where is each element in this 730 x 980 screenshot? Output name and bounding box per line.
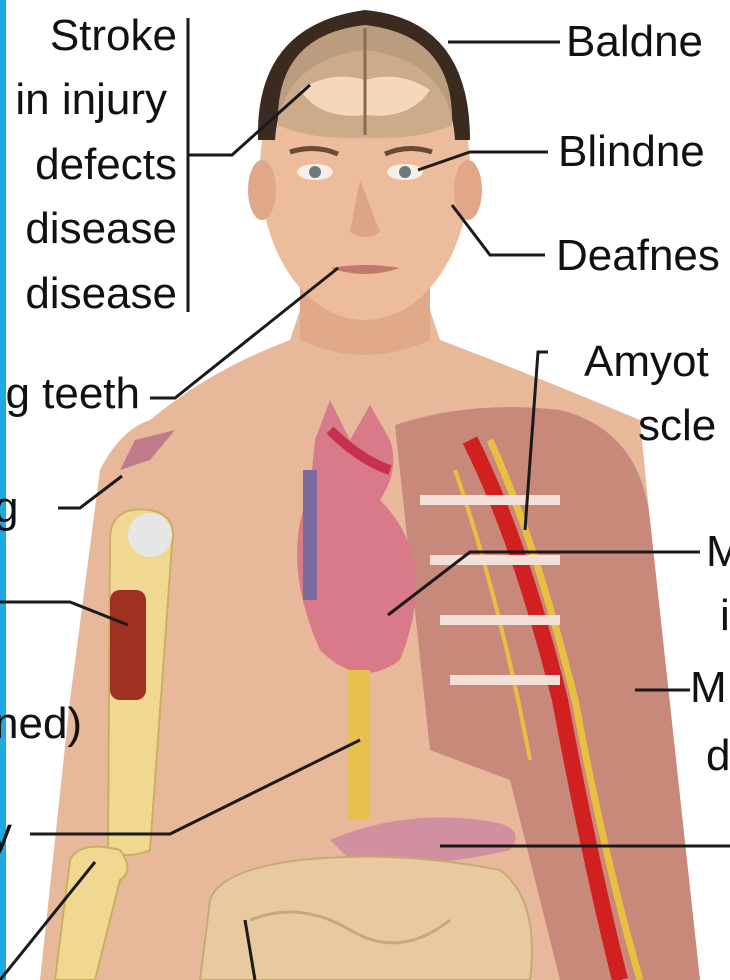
label-brain-injury: in injury	[15, 78, 167, 122]
label-y: y	[0, 812, 12, 856]
label-g: g	[0, 486, 18, 530]
label-teeth: g teeth	[5, 372, 140, 416]
label-scle: scle	[638, 404, 716, 448]
label-amyot: Amyot	[584, 340, 709, 384]
label-stroke: Stroke	[50, 14, 177, 58]
label-disease-1: disease	[25, 207, 177, 251]
label-deafness: Deafnes	[556, 234, 720, 278]
label-i-1: i	[720, 594, 730, 638]
label-blindness: Blindne	[558, 130, 705, 174]
label-baldness: Baldne	[566, 20, 703, 64]
label-ned: ned)	[0, 702, 82, 746]
label-d-1: d	[706, 734, 730, 778]
left-ear	[248, 160, 276, 220]
label-m-2: M	[690, 666, 727, 710]
label-defects: defects	[35, 143, 177, 187]
label-m-1: M	[706, 530, 730, 574]
intestine-icon	[200, 857, 532, 980]
label-disease-2: disease	[25, 272, 177, 316]
